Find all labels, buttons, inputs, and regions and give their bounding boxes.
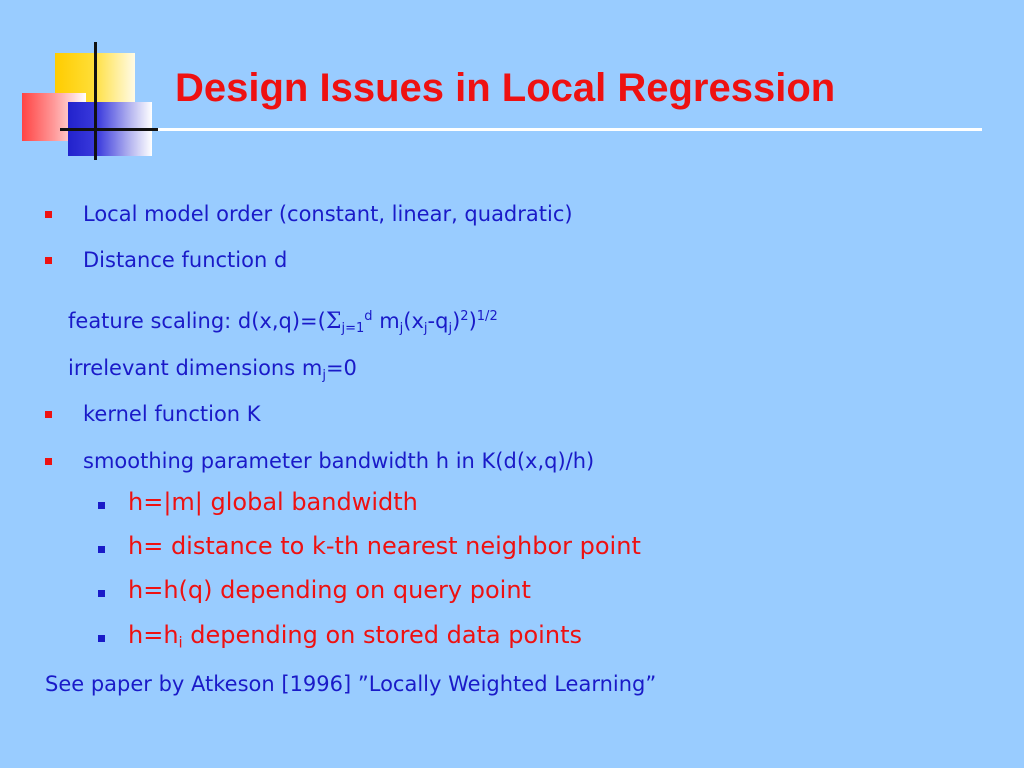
bullet-model-order: Local model order (constant, linear, qua… <box>83 202 573 226</box>
sigma-subscript: j=1 <box>341 320 365 336</box>
sub-bullet-query-point: h=h(q) depending on query point <box>128 576 531 604</box>
bullet-marker <box>45 458 52 465</box>
bullet-smoothing-parameter: smoothing parameter bandwidth h in K(d(x… <box>83 449 595 473</box>
reference-note: See paper by Atkeson [1996] ”Locally Wei… <box>45 672 657 696</box>
irrelevant-text: irrelevant dimensions m <box>68 356 323 380</box>
sub-bullet-marker <box>98 635 105 642</box>
sigma-symbol: Σ <box>325 309 342 334</box>
hi-subscript: i <box>178 633 183 652</box>
slide-logo-decoration <box>0 0 160 165</box>
formula-square-close: ) <box>452 309 461 333</box>
feature-scaling-formula: feature scaling: d(x,q)=(Σj=1d mj(xj-qj)… <box>68 307 498 336</box>
sub-bullet-knn-distance: h= distance to k-th nearest neighbor poi… <box>128 532 641 560</box>
sub-bullet-stored-data-points: h=hi depending on stored data points <box>128 620 582 650</box>
square-superscript: 2 <box>460 309 469 325</box>
m-subscript: j <box>399 320 404 336</box>
hi-prefix: h=h <box>128 621 179 649</box>
vertical-rule <box>94 42 97 160</box>
root-superscript: 1/2 <box>476 309 498 325</box>
sub-bullet-marker <box>98 502 105 509</box>
q-subscript: j <box>448 320 453 336</box>
irrelevant-suffix: =0 <box>325 356 357 380</box>
hi-suffix: depending on stored data points <box>182 621 582 649</box>
irrelevant-subscript: j <box>322 367 326 383</box>
bullet-distance-function: Distance function d <box>83 248 288 272</box>
sub-bullet-marker <box>98 590 105 597</box>
formula-x: (x <box>403 309 424 333</box>
formula-m: m <box>372 309 400 333</box>
formula-prefix: feature scaling: d(x,q)=( <box>68 309 326 333</box>
irrelevant-dimensions: irrelevant dimensions mj=0 <box>68 354 357 382</box>
formula-q: -q <box>427 309 449 333</box>
bullet-marker <box>45 211 52 218</box>
bullet-kernel-function: kernel function K <box>83 402 261 426</box>
bullet-marker <box>45 411 52 418</box>
sigma-superscript: d <box>364 309 373 325</box>
title-underline <box>158 128 982 131</box>
x-subscript: j <box>423 320 428 336</box>
sub-bullet-marker <box>98 546 105 553</box>
formula-close: ) <box>468 309 477 333</box>
slide-title: Design Issues in Local Regression <box>175 66 836 110</box>
bullet-marker <box>45 257 52 264</box>
sub-bullet-global-bandwidth: h=|m| global bandwidth <box>128 488 418 516</box>
horizontal-rule-dark <box>60 128 160 131</box>
